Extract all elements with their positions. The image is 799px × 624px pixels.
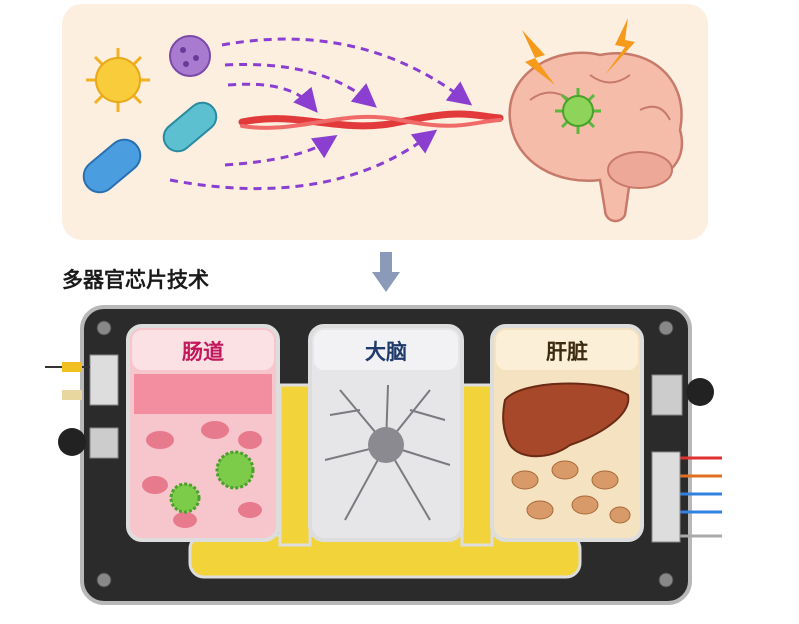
green-virus-icon xyxy=(215,450,255,490)
teal-bacterium-icon xyxy=(162,101,218,153)
fluid-channel xyxy=(188,383,582,579)
blood-vessel xyxy=(238,110,504,130)
lightning-icon xyxy=(605,18,635,75)
screw-icon xyxy=(96,320,674,588)
diagram-title: 多器官芯片技术 xyxy=(62,268,209,292)
liver-label: 肝脏 xyxy=(546,340,588,364)
purple-bacterium-icon xyxy=(169,35,211,77)
brain-chamber xyxy=(308,324,464,542)
liver-chamber xyxy=(490,324,644,542)
blue-bacterium-icon xyxy=(82,138,142,194)
gut-chamber xyxy=(126,324,280,542)
microbe-signal-arrows xyxy=(169,37,473,191)
down-arrow-icon xyxy=(372,252,400,292)
green-virus-icon xyxy=(555,88,601,134)
green-virus-icon xyxy=(169,482,201,514)
yellow-virus-icon xyxy=(86,48,150,112)
right-connectors xyxy=(651,374,722,543)
neuron-icon xyxy=(324,384,451,521)
gut-label: 肠道 xyxy=(182,340,224,364)
left-connectors xyxy=(45,354,119,459)
lightning-icon xyxy=(522,30,555,85)
liver-icon xyxy=(502,382,630,458)
brain-icon xyxy=(508,51,684,223)
brain-label: 大脑 xyxy=(365,340,407,364)
